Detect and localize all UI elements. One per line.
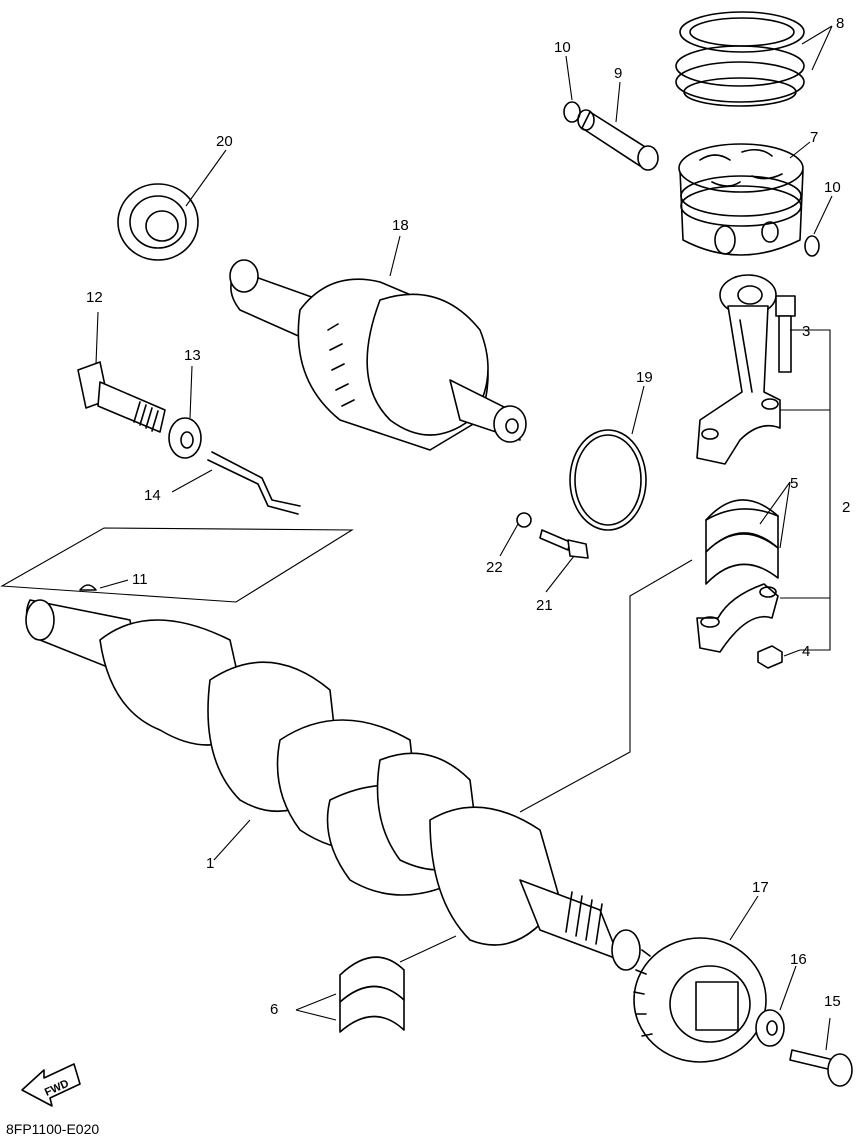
drawing-code: 8FP1100-E020: [6, 1121, 99, 1137]
washer-22: [516, 512, 532, 528]
callout-10-right: 10: [824, 179, 841, 196]
callout-18: 18: [392, 217, 409, 234]
callout-5: 5: [790, 475, 798, 492]
balancer-shaft-18: [229, 259, 527, 451]
callout-11: 11: [132, 571, 148, 588]
callout-17: 17: [752, 879, 769, 896]
callout-16: 16: [790, 951, 807, 968]
callout-19: 19: [636, 369, 653, 386]
woodruff-key-11: [79, 584, 97, 591]
callout-21: 21: [536, 597, 553, 614]
callout-22: 22: [486, 559, 503, 576]
bolt-12: [77, 361, 166, 433]
rod-bearing-lower: [705, 533, 779, 585]
callout-1: 1: [206, 855, 214, 872]
gear-17: [633, 937, 767, 1063]
callout-20: 20: [216, 133, 233, 150]
o-ring-19-inner: [574, 434, 642, 526]
bolt-15: [789, 1049, 853, 1087]
callout-12: 12: [86, 289, 103, 306]
washer-13: [168, 417, 202, 459]
rod-cap: [696, 583, 779, 653]
bolt-21: [539, 529, 589, 559]
bearing-20: [117, 183, 199, 261]
callout-14: 14: [144, 487, 161, 504]
callout-2: 2: [842, 499, 850, 516]
o-ring-19: [569, 429, 647, 531]
key-14: [211, 451, 301, 507]
reference-outline: [0, 527, 354, 603]
leader-lines: [95, 25, 833, 1051]
callout-3: 3: [802, 323, 810, 340]
callout-8: 8: [836, 15, 844, 32]
callout-labels: 1 2 3 4 5 6 7 8 9 10 10 11 12 13 14 15 1…: [86, 15, 850, 1018]
callout-13: 13: [184, 347, 201, 364]
rod-nut: [757, 645, 783, 669]
callout-6: 6: [270, 1001, 278, 1018]
callout-9: 9: [614, 65, 622, 82]
fwd-arrow-icon: FWD: [21, 1063, 81, 1107]
piston: [678, 143, 804, 256]
callout-4: 4: [802, 643, 810, 660]
pin-clip-left: [563, 101, 581, 123]
callout-7: 7: [810, 129, 818, 146]
callout-10-left: 10: [554, 39, 571, 56]
washer-16: [755, 1009, 785, 1047]
crankshaft: [25, 599, 641, 971]
piston-rings: [675, 11, 805, 107]
rod-bolt: [775, 295, 796, 373]
connecting-rod: [696, 274, 781, 465]
callout-15: 15: [824, 993, 841, 1010]
main-bearings: [339, 956, 405, 1033]
piston-pin: [577, 109, 659, 171]
pin-clip-right: [804, 235, 820, 257]
bracket-lines: [780, 329, 831, 651]
